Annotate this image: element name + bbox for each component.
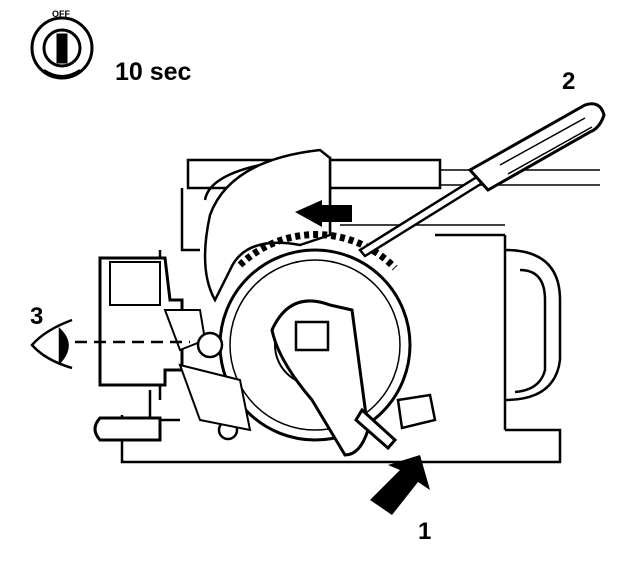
side-bolt — [396, 393, 437, 430]
callout-2: 2 — [562, 68, 576, 95]
callout-3: 3 — [30, 303, 44, 330]
ignition-switch-icon — [30, 16, 94, 80]
sensor-screw — [196, 331, 224, 359]
push-arrow-icon — [370, 455, 430, 515]
callout-1: 1 — [418, 518, 432, 545]
ignition-off-text: OFF — [52, 9, 70, 19]
off-duration-label: 10 sec — [115, 58, 192, 86]
direction-arrow-icon — [295, 200, 352, 227]
vacuum-pipe — [93, 363, 252, 442]
throttle-lever — [270, 299, 398, 457]
eye-icon — [30, 318, 73, 370]
position-sensor — [98, 256, 207, 387]
screwdriver-icon — [358, 102, 606, 258]
housing-hatching — [329, 169, 600, 230]
